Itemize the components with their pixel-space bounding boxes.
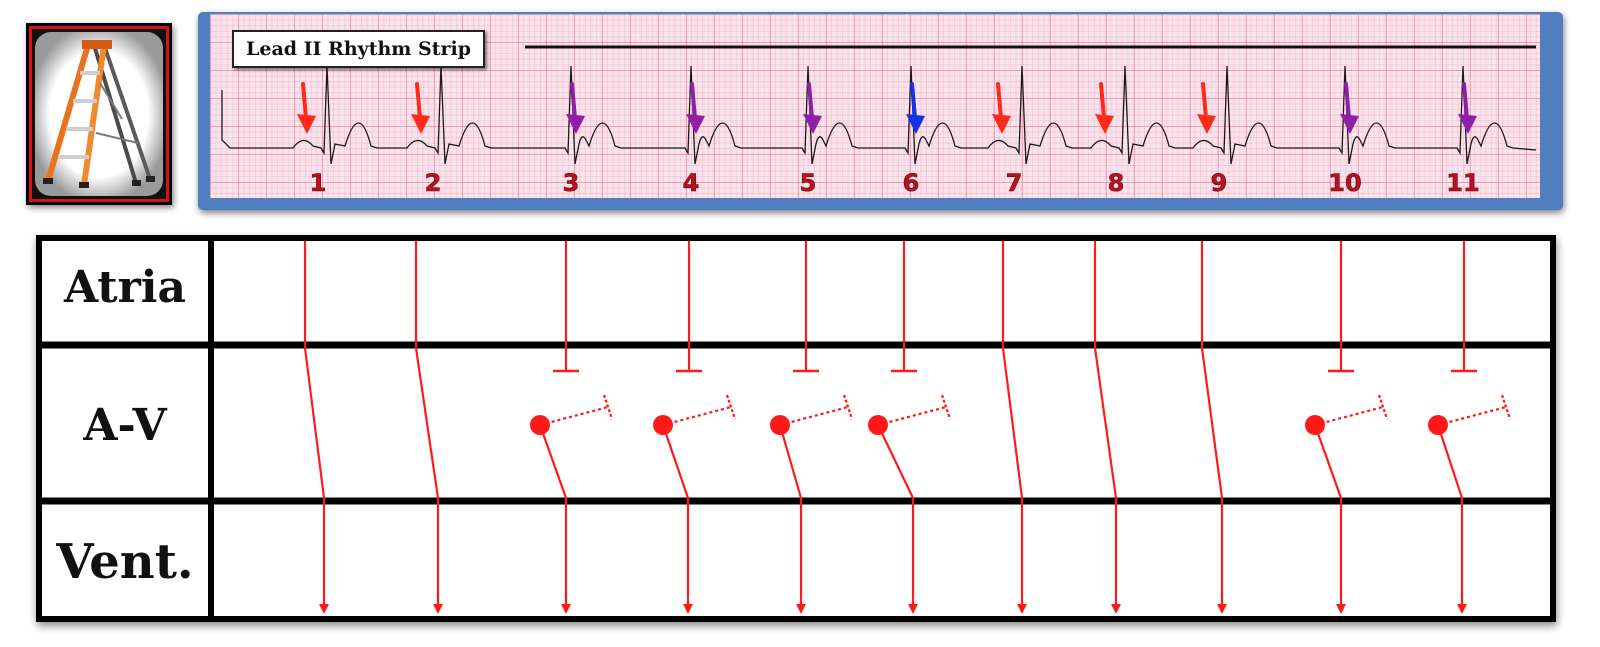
stepladder-icon bbox=[35, 32, 163, 196]
beat-label-5: 5 bbox=[800, 169, 817, 197]
beat-arrow-7 bbox=[992, 82, 1011, 134]
row-label-atria: Atria bbox=[63, 262, 187, 313]
ladder-beat-2 bbox=[414, 241, 443, 614]
beat-label-8: 8 bbox=[1108, 169, 1125, 197]
p-wave-arrows bbox=[297, 82, 1477, 134]
ladder-border bbox=[36, 235, 1556, 622]
ecg-waveform bbox=[221, 65, 1537, 165]
ladder-diagram-icon-frame bbox=[26, 23, 172, 205]
beat-arrow-5 bbox=[803, 82, 822, 134]
beat-label-11: 11 bbox=[1446, 169, 1479, 197]
beat-label-9: 9 bbox=[1211, 169, 1228, 197]
beat-label-10: 10 bbox=[1328, 169, 1361, 197]
beat-arrow-6 bbox=[906, 82, 925, 134]
beat-arrow-4 bbox=[686, 82, 705, 134]
strip-title: Lead II Rhythm Strip bbox=[232, 30, 486, 68]
ladder-beat-7 bbox=[1001, 241, 1027, 614]
beat-number-labels: 1 2 3 4 5 6 7 8 9 10 11 bbox=[309, 169, 1480, 198]
ladder-beat-1 bbox=[303, 241, 329, 614]
beat-arrow-11 bbox=[1458, 82, 1477, 134]
beat-arrow-2 bbox=[411, 82, 430, 134]
ladder-beat-8 bbox=[1093, 241, 1121, 614]
ladder-diagram bbox=[36, 235, 1556, 622]
ladder-beat-3 bbox=[530, 241, 614, 614]
beat-arrow-8 bbox=[1095, 82, 1114, 134]
rhythm-strip-frame bbox=[198, 12, 1563, 210]
ladder-beat-10 bbox=[1305, 241, 1389, 614]
ladder-beat-5 bbox=[770, 241, 854, 614]
row-label-vent: Vent. bbox=[56, 534, 194, 590]
beat-label-1: 1 bbox=[310, 169, 327, 197]
ladder-beat-9 bbox=[1200, 241, 1227, 614]
row-label-av: A-V bbox=[83, 400, 167, 451]
beat-label-4: 4 bbox=[683, 169, 700, 197]
beat-label-6: 6 bbox=[903, 169, 920, 197]
beat-arrow-3 bbox=[566, 82, 585, 134]
beat-arrow-1 bbox=[297, 82, 316, 134]
ladder-beat-4 bbox=[653, 241, 737, 614]
ladder-beat-11 bbox=[1428, 241, 1512, 614]
beat-arrow-10 bbox=[1340, 82, 1359, 134]
beat-arrow-9 bbox=[1197, 82, 1216, 134]
beat-label-3: 3 bbox=[563, 169, 580, 197]
ladder-beat-6 bbox=[868, 241, 952, 614]
conduction-lines bbox=[303, 241, 1512, 614]
ladder-grid bbox=[36, 235, 1556, 622]
beat-label-2: 2 bbox=[425, 169, 442, 197]
beat-label-7: 7 bbox=[1006, 169, 1023, 197]
ecg-trace-layer: 1 2 3 4 5 6 7 8 9 10 11 bbox=[221, 45, 1537, 198]
